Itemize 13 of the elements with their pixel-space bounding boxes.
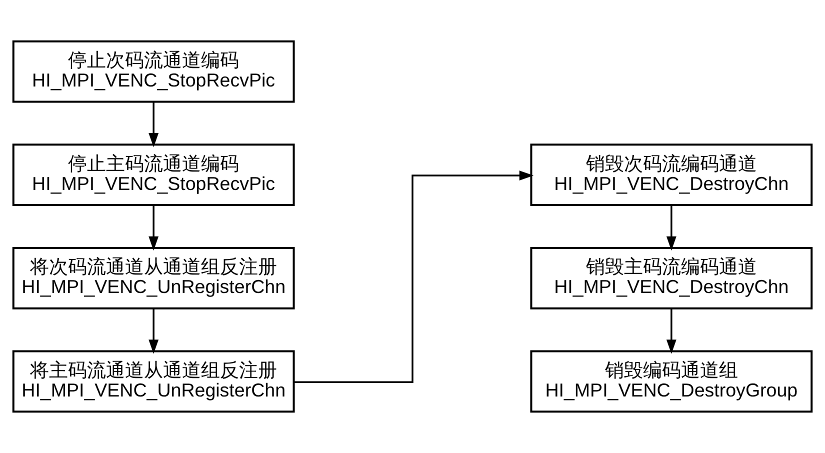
node-box: 销毁编码通道组 HI_MPI_VENC_DestroyGroup (530, 350, 813, 413)
node-box: 将次码流通道从通道组反注册 HI_MPI_VENC_UnRegisterChn (12, 246, 295, 310)
arrow (148, 205, 159, 251)
node-box: 停止次码流通道编码 HI_MPI_VENC_StopRecvPic (12, 40, 295, 103)
node-box: 将主码流通道从通道组反注册 HI_MPI_VENC_UnRegisterChn (12, 350, 295, 413)
node-box: 停止主码流通道编码 HI_MPI_VENC_StopRecvPic (12, 144, 295, 206)
arrow (666, 308, 676, 354)
arrow (294, 170, 534, 383)
arrow (148, 308, 159, 354)
arrow (148, 102, 159, 148)
arrow (666, 205, 676, 251)
node-box: 销毁主码流编码通道 HI_MPI_VENC_DestroyChn (530, 246, 813, 310)
node-box: 销毁次码流编码通道 HI_MPI_VENC_DestroyChn (530, 144, 813, 206)
